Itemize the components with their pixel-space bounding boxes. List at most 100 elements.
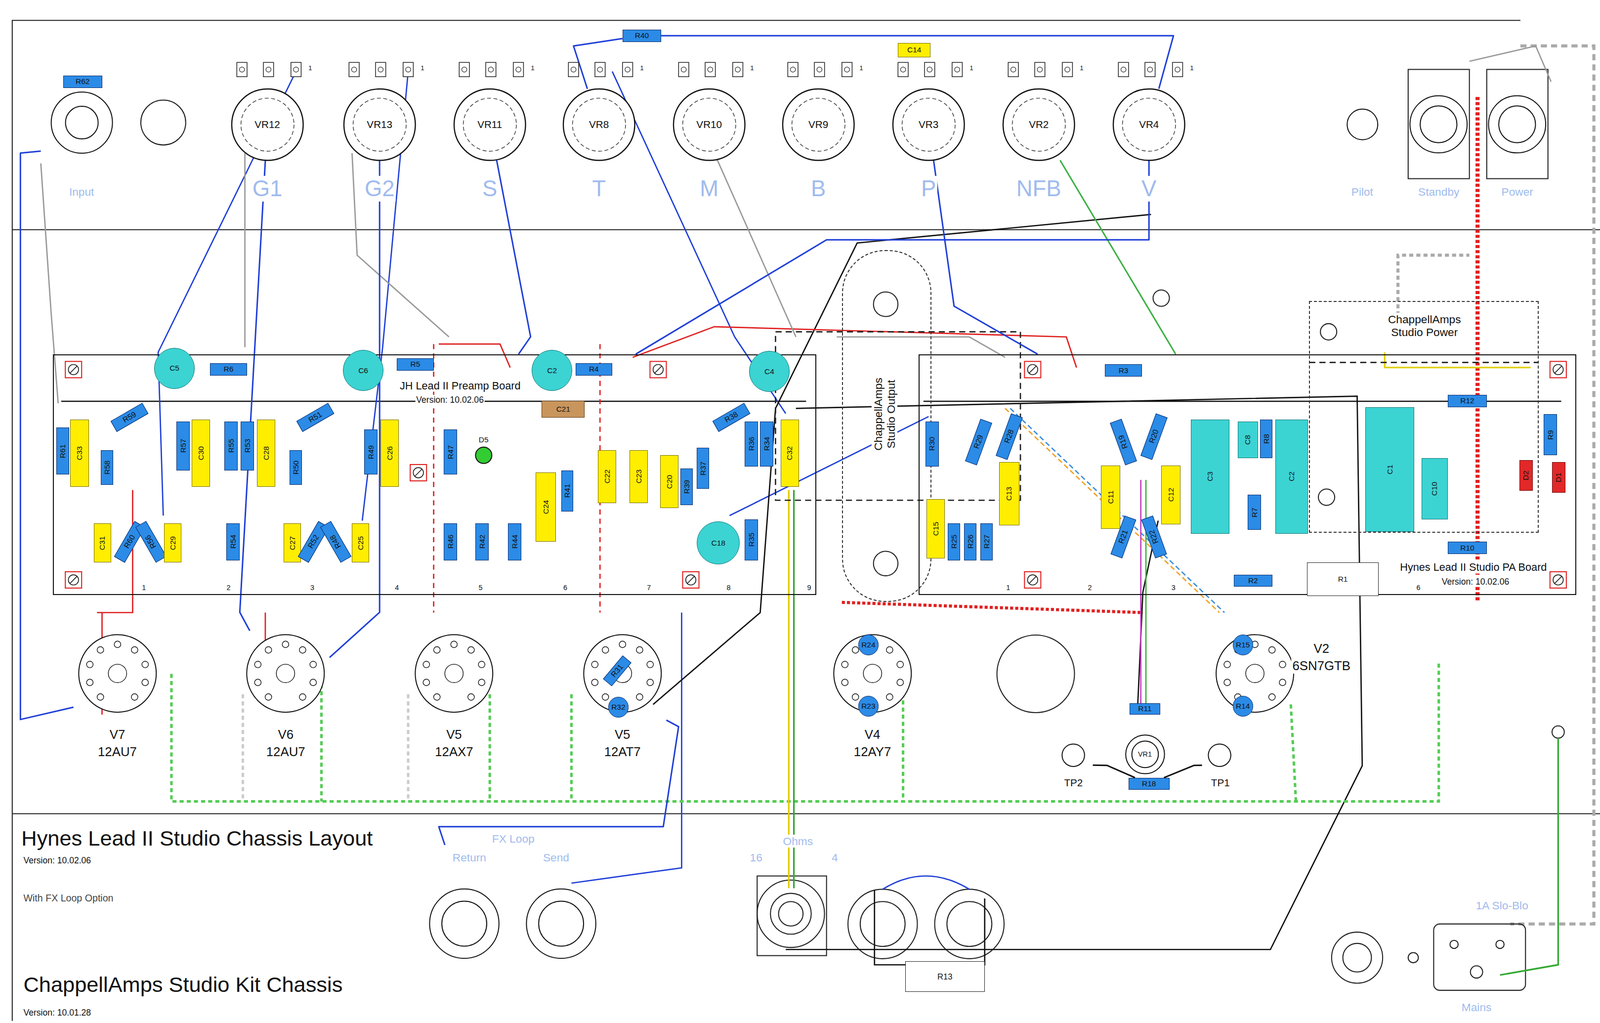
socket-ring — [1410, 95, 1468, 154]
tube-pin — [96, 646, 104, 654]
tube-pin — [1279, 678, 1286, 686]
diode-symbol: D1 — [1552, 462, 1566, 493]
resistor-symbol: R14 — [1232, 695, 1254, 716]
pot-lug-hole — [1147, 66, 1153, 72]
control-label: NFB — [1015, 175, 1063, 202]
pot-lug-hole — [1064, 66, 1070, 72]
version-note: Version: 10.02.06 — [22, 855, 92, 866]
part-label: D2 — [1521, 470, 1531, 481]
socket-ring — [1131, 740, 1159, 768]
kit-title: ChappellAmps Studio Kit Chassis — [22, 972, 344, 998]
tube-pin — [1223, 678, 1231, 686]
chassis-hole — [1470, 965, 1483, 978]
socket-ring — [1208, 743, 1231, 766]
electrolytic-capacitor: C6 — [342, 349, 384, 391]
capacitor-symbol: C14 — [897, 42, 931, 58]
pot-lug — [236, 62, 248, 77]
pot-shaft — [572, 97, 626, 151]
jack-socket: TP1 — [1202, 736, 1239, 794]
wire-connector — [496, 160, 531, 354]
lug-number: 1 — [749, 64, 756, 73]
pot-lug — [1034, 62, 1046, 77]
part-label: VR8 — [589, 118, 609, 131]
part-label: VR3 — [918, 118, 939, 131]
node-label: V5 — [613, 727, 632, 743]
scale-number: 7 — [645, 583, 652, 592]
resistor-symbol: R25 — [947, 523, 961, 560]
resistor-symbol: R28 — [995, 413, 1023, 461]
node-label: V6 — [276, 727, 295, 743]
tube-pin — [601, 693, 609, 701]
pot-lug-hole — [1037, 66, 1043, 72]
chassis-hole — [1318, 489, 1335, 506]
part-label: VR11 — [477, 118, 503, 131]
potentiometer: VR12 — [231, 88, 304, 161]
resistor-symbol: R37 — [696, 447, 710, 489]
part-label: R35 — [747, 532, 757, 547]
socket-ring — [526, 888, 596, 959]
tube-pin — [299, 693, 306, 701]
tube-key — [276, 664, 295, 683]
capacitor-symbol: C11 — [1100, 465, 1121, 529]
wire-connector — [438, 719, 679, 845]
socket-ring — [65, 106, 98, 139]
pot-body — [782, 88, 855, 161]
pot-lug-hole — [900, 66, 906, 72]
electrolytic-capacitor: C4 — [749, 350, 791, 392]
scale-number: 1 — [1005, 583, 1011, 592]
part-label: R6 — [223, 365, 234, 375]
resistor-symbol: R55 — [224, 421, 238, 471]
node-label: D5 — [477, 435, 490, 445]
impedance-label: Ohms — [782, 834, 815, 848]
part-label: C23 — [634, 469, 644, 484]
wire — [1005, 408, 1220, 613]
scale-number: 3 — [309, 583, 316, 592]
socket-ring — [415, 634, 493, 713]
pot-lug-hole — [293, 66, 299, 72]
pot-lug — [1118, 62, 1129, 77]
chassis-outline — [12, 812, 1600, 814]
pot-lug-hole — [1175, 66, 1180, 72]
tube-pin — [886, 646, 893, 654]
socket-ring — [1499, 106, 1536, 143]
tube-pin — [1223, 661, 1231, 668]
wire — [788, 490, 790, 889]
part-label: C21 — [556, 404, 571, 414]
part-label: R28 — [1002, 428, 1016, 445]
chassis-hole — [1433, 924, 1526, 991]
control-label: T — [590, 175, 607, 202]
control-label: P — [920, 175, 937, 202]
pot-lug — [513, 62, 524, 77]
wire — [1469, 45, 1552, 82]
socket-ring — [1488, 95, 1547, 154]
pot-lug-hole — [926, 66, 932, 72]
capacitor-symbol: C33 — [70, 419, 89, 487]
resistor-symbol: R12 — [1447, 394, 1487, 408]
node-label: ChappellAmps Studio Power — [1381, 312, 1468, 339]
tube-pin — [310, 678, 317, 686]
part-label: R9 — [1546, 429, 1556, 440]
part-label: C33 — [75, 446, 85, 461]
tube-socket: V512AT7R31R32 — [578, 630, 667, 763]
resistor-symbol: R58 — [100, 450, 114, 485]
control-label: G1 — [251, 175, 284, 202]
tube-pin — [646, 661, 654, 668]
option-note: With FX Loop Option — [22, 892, 115, 904]
pot-body — [892, 88, 965, 161]
diagram-title: Hynes Lead II Studio Chassis Layout — [20, 826, 374, 852]
circuit-board: Hynes Lead II Studio PA BoardVersion: 10… — [918, 354, 1577, 595]
wire — [842, 602, 1143, 613]
wire — [793, 490, 795, 889]
resistor-symbol: R29 — [965, 418, 992, 465]
resistor-symbol: R48 — [320, 520, 352, 563]
scale-number: 6 — [1415, 583, 1422, 592]
tube-pin — [265, 693, 272, 701]
tube-pin — [310, 661, 317, 668]
chassis-hole — [140, 69, 1565, 990]
wire — [41, 163, 59, 404]
diode-symbol: D2 — [1519, 460, 1533, 491]
wire-connector — [573, 38, 623, 89]
mounting-screw — [1024, 571, 1041, 589]
pot-shaft — [791, 97, 845, 151]
mounting-screw — [1024, 361, 1041, 378]
